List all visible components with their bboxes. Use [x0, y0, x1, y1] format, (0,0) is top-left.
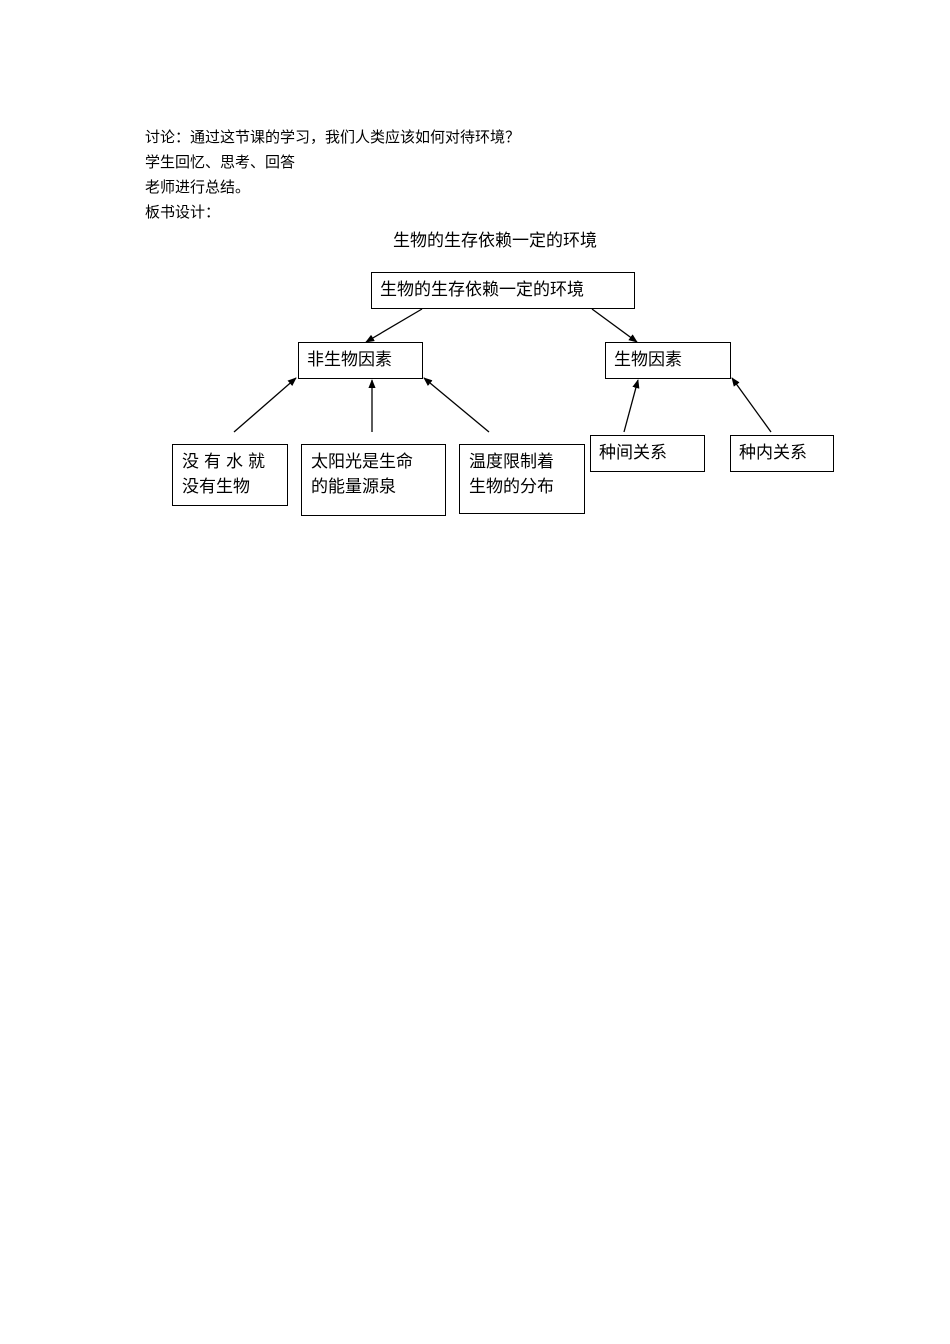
node-temp-line-2: 生物的分布 — [469, 477, 554, 497]
teacher-summary: 老师进行总结。 — [145, 178, 251, 196]
arrow-water-to-abiotic — [233, 377, 297, 433]
node-root-label: 生物的生存依赖一定的环境 — [380, 280, 584, 300]
node-intraspecific-label: 种内关系 — [739, 443, 807, 463]
node-water: 没有水就 没有生物 — [172, 444, 288, 506]
node-sun-line-1: 太阳光是生命 — [311, 452, 413, 472]
node-biotic-label: 生物因素 — [614, 350, 682, 370]
node-intraspecific: 种内关系 — [730, 435, 834, 472]
node-temp-line-1: 温度限制着 — [469, 452, 554, 472]
arrow-temp-to-abiotic — [423, 377, 490, 433]
node-abiotic-factors: 非生物因素 — [298, 342, 423, 379]
node-water-line-1: 没有水就 — [182, 452, 270, 472]
board-design-label: 板书设计： — [145, 203, 221, 221]
student-activity: 学生回忆、思考、回答 — [145, 153, 296, 171]
node-root: 生物的生存依赖一定的环境 — [371, 272, 635, 309]
diagram-title: 生物的生存依赖一定的环境 — [393, 231, 597, 251]
arrow-intra-to-biotic — [731, 377, 772, 433]
arrow-inter-to-biotic — [623, 379, 640, 433]
node-interspecific: 种间关系 — [590, 435, 705, 472]
arrow-root-to-abiotic — [365, 308, 423, 343]
node-water-line-2: 没有生物 — [182, 477, 250, 497]
node-interspecific-label: 种间关系 — [599, 443, 667, 463]
node-abiotic-label: 非生物因素 — [307, 350, 392, 370]
node-sunlight: 太阳光是生命 的能量源泉 — [301, 444, 446, 516]
arrow-root-to-biotic — [591, 308, 638, 343]
node-sun-line-2: 的能量源泉 — [311, 477, 396, 497]
node-biotic-factors: 生物因素 — [605, 342, 731, 379]
discussion-question: 讨论：通过这节课的学习，我们人类应该如何对待环境？ — [145, 128, 521, 146]
node-temperature: 温度限制着 生物的分布 — [459, 444, 585, 514]
